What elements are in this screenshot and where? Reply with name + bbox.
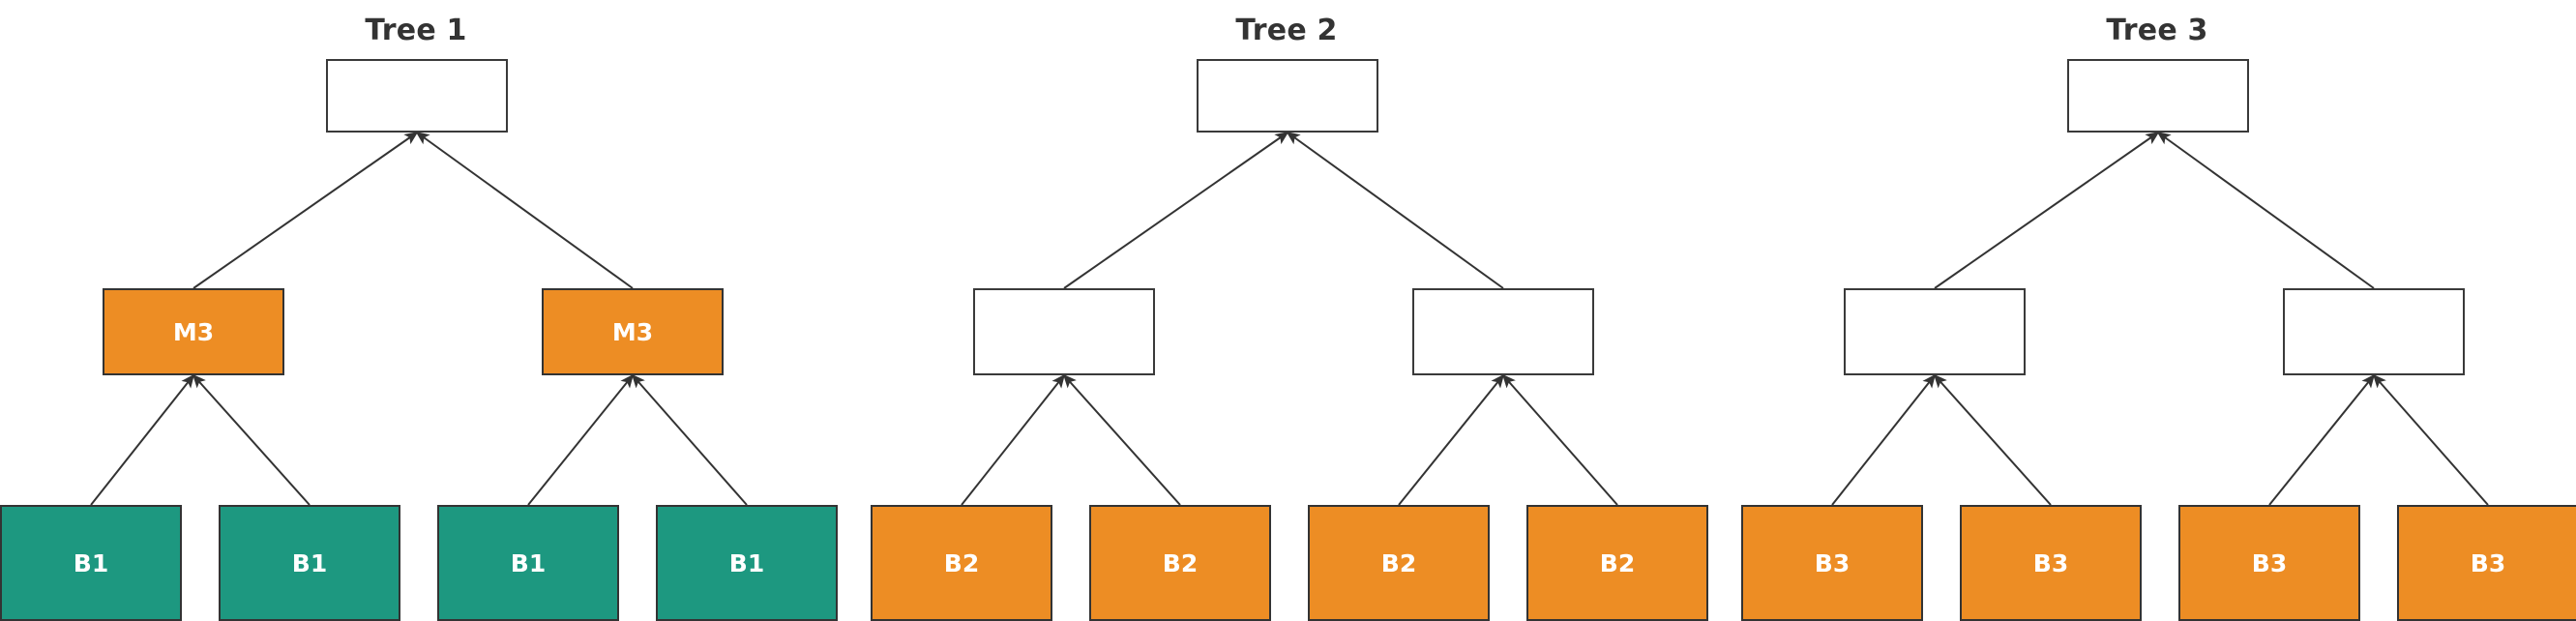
edge-tree-2-leaf-4-to-middle (1501, 373, 1618, 506)
edge-tree-1-leaf-3-to-middle (527, 373, 635, 506)
tree-3-leaf-node-4[interactable]: B3 (2397, 505, 2576, 621)
tree-1-middle-node-1[interactable]: M3 (103, 288, 284, 375)
tree-3-leaf-node-1[interactable]: B3 (1741, 505, 1923, 621)
node-label: M3 (611, 317, 654, 346)
edge-tree-3-middle-2-to-root (2156, 132, 2375, 289)
tree-3-leaf-node-3[interactable]: B3 (2178, 505, 2360, 621)
node-label: B3 (2032, 548, 2069, 577)
tree-1-leaf-node-1[interactable]: B1 (0, 505, 182, 621)
edge-tree-1-middle-1-to-root (192, 132, 419, 289)
edge-tree-3-leaf-2-to-middle (1933, 373, 2052, 506)
node-label: M3 (172, 317, 215, 346)
node-label: B2 (1162, 548, 1199, 577)
edge-tree-3-middle-1-to-root (1934, 132, 2160, 289)
edge-tree-1-leaf-1-to-middle (90, 373, 194, 506)
node-label: B1 (510, 548, 547, 577)
edge-tree-3-leaf-3-to-middle (2268, 373, 2376, 506)
tree-3-leaf-node-2[interactable]: B3 (1960, 505, 2142, 621)
tree-2-middle-node-1[interactable] (973, 288, 1155, 375)
node-label: B1 (291, 548, 328, 577)
tree-2-leaf-node-2[interactable]: B2 (1089, 505, 1271, 621)
tree-1-leaf-node-4[interactable]: B1 (656, 505, 838, 621)
tree-3-middle-node-1[interactable] (1844, 288, 2026, 375)
node-label: B1 (728, 548, 765, 577)
node-label: B3 (1814, 548, 1851, 577)
node-label: B2 (943, 548, 980, 577)
tree-2-middle-node-2[interactable] (1412, 288, 1594, 375)
edge-tree-2-leaf-1-to-middle (961, 373, 1065, 506)
edge-tree-1-leaf-2-to-middle (192, 373, 311, 506)
tree-2-root-node[interactable] (1197, 59, 1378, 133)
tree-title-3: Tree 3 (2106, 14, 2208, 47)
node-label: B1 (73, 548, 109, 577)
edge-tree-2-middle-2-to-root (1286, 132, 1504, 289)
tree-2-leaf-node-4[interactable]: B2 (1526, 505, 1708, 621)
tree-3-root-node[interactable] (2067, 59, 2249, 133)
edge-tree-3-leaf-1-to-middle (1831, 373, 1936, 506)
tree-1-root-node[interactable] (326, 59, 508, 133)
tree-3-middle-node-2[interactable] (2283, 288, 2465, 375)
tree-title-2: Tree 2 (1235, 14, 1338, 47)
tree-1-leaf-node-2[interactable]: B1 (219, 505, 400, 621)
tree-1-leaf-node-3[interactable]: B1 (437, 505, 619, 621)
edge-tree-2-leaf-2-to-middle (1062, 373, 1181, 506)
edge-tree-3-leaf-4-to-middle (2372, 373, 2489, 506)
tree-2-leaf-node-3[interactable]: B2 (1308, 505, 1490, 621)
node-label: B2 (1380, 548, 1417, 577)
node-label: B3 (2251, 548, 2288, 577)
edge-tree-2-middle-1-to-root (1063, 132, 1289, 289)
tree-title-1: Tree 1 (365, 14, 467, 47)
node-label: B3 (2470, 548, 2506, 577)
tree-1-middle-node-2[interactable]: M3 (542, 288, 724, 375)
edge-tree-1-middle-2-to-root (415, 132, 634, 289)
node-label: B2 (1599, 548, 1636, 577)
tree-2-leaf-node-1[interactable]: B2 (871, 505, 1052, 621)
edge-tree-2-leaf-3-to-middle (1398, 373, 1505, 506)
edge-tree-1-leaf-4-to-middle (631, 373, 748, 506)
